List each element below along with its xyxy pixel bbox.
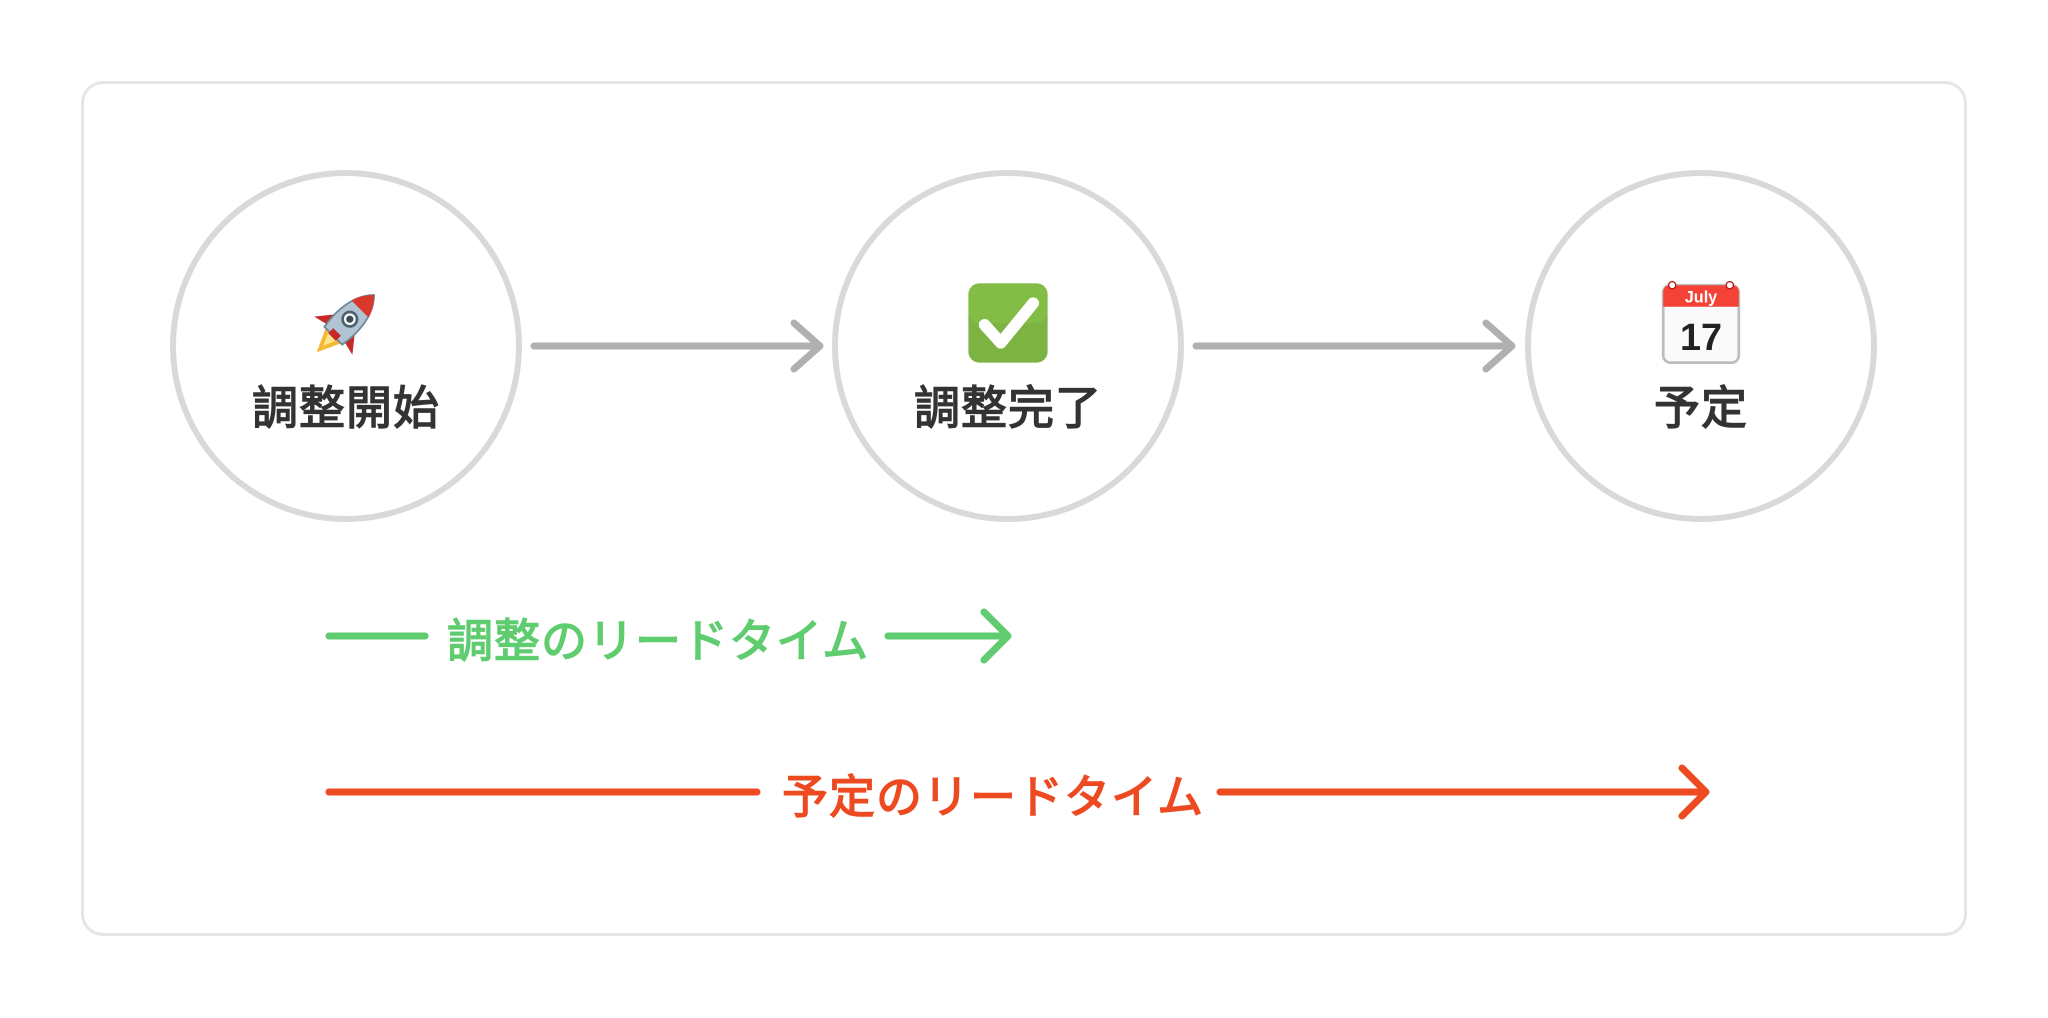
schedule-lead-time-label: 予定のリードタイム xyxy=(782,770,1205,824)
connector-arrow-2 xyxy=(1192,319,1516,373)
calendar-icon: July 17 xyxy=(1661,280,1741,364)
step-node-scheduled: July 17 予定 xyxy=(1525,170,1877,522)
calendar-month: July xyxy=(1685,288,1717,306)
step-label-scheduled: 予定 xyxy=(1654,381,1748,435)
coordination-lead-time-label: 調整のリードタイム xyxy=(447,614,870,668)
step-label-start: 調整開始 xyxy=(252,381,440,435)
schedule-lead-time-line xyxy=(325,788,761,796)
coordination-lead-time-arrow xyxy=(884,608,1012,664)
schedule-lead-time-arrow xyxy=(1216,764,1710,820)
rocket-icon xyxy=(314,294,375,355)
connector-arrow-1 xyxy=(530,319,824,373)
step-node-complete: 調整完了 xyxy=(832,170,1184,522)
calendar-day: 17 xyxy=(1680,317,1722,359)
check-mark-button-icon xyxy=(968,283,1048,363)
step-label-complete: 調整完了 xyxy=(914,381,1102,435)
coordination-lead-time-line xyxy=(325,632,429,640)
step-node-start: 調整開始 xyxy=(170,170,522,522)
